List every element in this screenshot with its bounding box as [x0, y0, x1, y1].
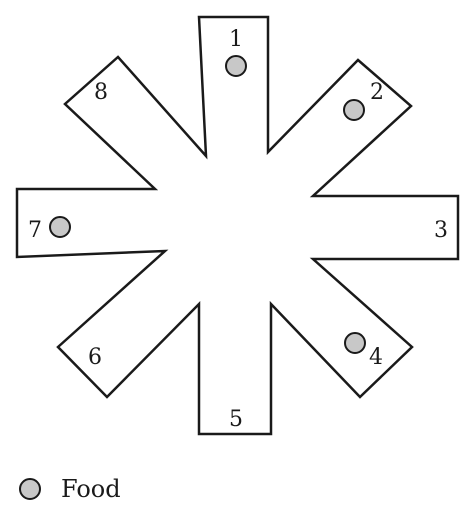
arm-labels: 1 2 3 4 5 6 7 8 [28, 27, 448, 432]
arm-label-8: 8 [94, 80, 108, 105]
arm-label-2: 2 [370, 80, 384, 105]
arm-label-1: 1 [229, 27, 243, 52]
arm-label-3: 3 [434, 218, 448, 243]
arm-label-7: 7 [28, 218, 42, 243]
food-markers [49, 55, 366, 354]
food-marker-arm-2 [343, 99, 365, 121]
legend: Food [19, 475, 121, 503]
arm-label-4: 4 [369, 345, 383, 370]
food-marker-arm-4 [344, 332, 366, 354]
maze-outline [15, 15, 460, 436]
food-circle-icon [19, 478, 41, 500]
legend-label: Food [61, 475, 121, 503]
arm-label-5: 5 [229, 407, 243, 432]
arm-label-6: 6 [88, 345, 102, 370]
food-marker-arm-7 [49, 216, 71, 238]
food-marker-arm-1 [225, 55, 247, 77]
